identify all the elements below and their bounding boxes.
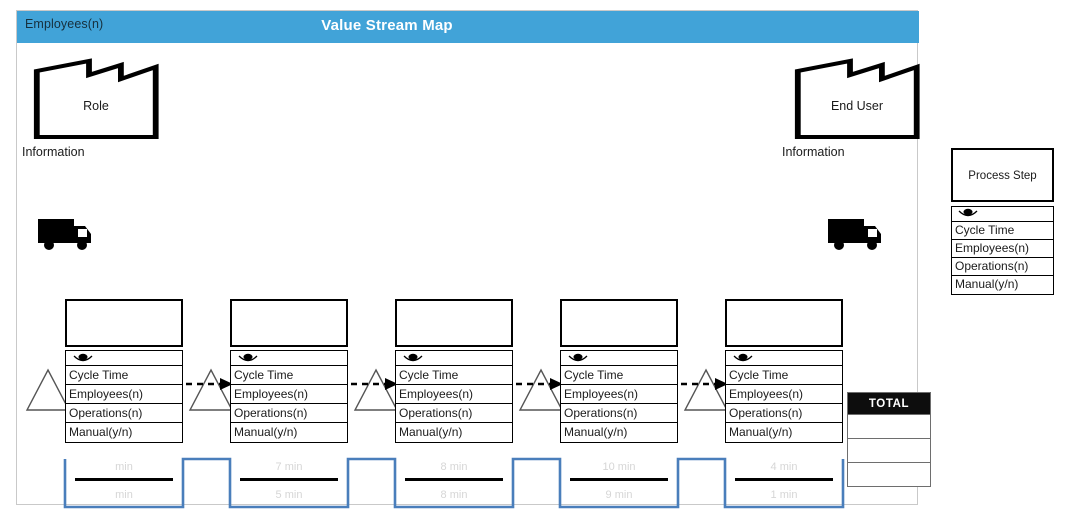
cycle-time-row: Cycle Time (231, 366, 347, 385)
value-added-time: 8 min (440, 461, 468, 473)
legend-operations: Operations(n) (952, 258, 1053, 276)
total-cell[interactable] (847, 439, 931, 463)
operations-row: Operations(n) (231, 404, 347, 423)
information-label-left: Information (22, 145, 85, 159)
manual-row: Manual(y/n) (234, 425, 298, 439)
process-metrics-4: Cycle Time Employees(n) Operations(n) Ma… (560, 350, 678, 443)
value-added-bar (735, 478, 833, 481)
eye-icon (952, 207, 1053, 222)
eye-icon (561, 351, 677, 366)
process-title-box-3[interactable] (395, 299, 513, 347)
eye-icon (726, 351, 842, 366)
value-added-bar (75, 478, 173, 481)
process-metrics-5: Cycle Time Employees(n) Operations(n) Ma… (725, 350, 843, 443)
manual-row: Manual(y/n) (69, 425, 133, 439)
value-added-bar (570, 478, 668, 481)
header-corner-label: Employees(n) (25, 17, 104, 31)
eye-icon (66, 351, 182, 366)
operations-row: Operations(n) (726, 404, 842, 423)
lead-time: min (115, 489, 133, 501)
cycle-time-row: Cycle Time (66, 366, 182, 385)
legend-panel: Process Step Cycle Time Employees(n) Ope… (951, 148, 1054, 295)
value-added-time: 4 min (770, 461, 798, 473)
process-title-box-2[interactable] (230, 299, 348, 347)
operations-row: Operations(n) (66, 404, 182, 423)
legend-metrics: Cycle Time Employees(n) Operations(n) Ma… (951, 206, 1054, 295)
process-metrics-2: Cycle Time Employees(n) Operations(n) Ma… (230, 350, 348, 443)
inventory-triangle (25, 366, 71, 414)
lead-time: 8 min (440, 489, 468, 501)
legend-manual: Manual(y/n) (955, 277, 1019, 291)
push-arrow (505, 377, 563, 391)
inventory-triangle (353, 366, 399, 414)
push-arrow (670, 377, 728, 391)
lead-time: 9 min (605, 489, 633, 501)
process-metrics-1: Cycle Time Employees(n) Operations(n) Ma… (65, 350, 183, 443)
employees-row: Employees(n) (231, 385, 347, 404)
supplier-factory[interactable]: Role (31, 55, 161, 141)
eye-icon (396, 351, 512, 366)
process-title-box-5[interactable] (725, 299, 843, 347)
employees-row: Employees(n) (726, 385, 842, 404)
lead-time: 5 min (275, 489, 303, 501)
truck-icon (35, 213, 97, 255)
supplier-label: Role (83, 99, 109, 113)
inventory-triangle (683, 366, 729, 414)
value-added-time: min (115, 461, 133, 473)
process-step-4[interactable]: Cycle Time Employees(n) Operations(n) Ma… (560, 299, 678, 443)
manual-row: Manual(y/n) (564, 425, 628, 439)
eye-icon (231, 351, 347, 366)
total-header: TOTAL (847, 392, 931, 415)
total-cell[interactable] (847, 415, 931, 439)
customer-factory[interactable]: End User (792, 55, 922, 141)
total-panel: TOTAL (847, 392, 931, 487)
employees-row: Employees(n) (66, 385, 182, 404)
value-added-time: 7 min (275, 461, 303, 473)
information-label-right: Information (782, 145, 845, 159)
inventory-triangle (188, 366, 234, 414)
value-added-bar (240, 478, 338, 481)
process-step-1[interactable]: Cycle Time Employees(n) Operations(n) Ma… (65, 299, 183, 443)
value-added-time: 10 min (602, 461, 636, 473)
process-title-box-4[interactable] (560, 299, 678, 347)
operations-row: Operations(n) (396, 404, 512, 423)
manual-row: Manual(y/n) (399, 425, 463, 439)
process-step-5[interactable]: Cycle Time Employees(n) Operations(n) Ma… (725, 299, 843, 443)
page-title: Value Stream Map (321, 17, 453, 34)
legend-cycle-time: Cycle Time (952, 222, 1053, 240)
process-step-3[interactable]: Cycle Time Employees(n) Operations(n) Ma… (395, 299, 513, 443)
process-title-box-1[interactable] (65, 299, 183, 347)
customer-label: End User (830, 99, 884, 113)
legend-employees: Employees(n) (952, 240, 1053, 258)
value-added-bar (405, 478, 503, 481)
cycle-time-row: Cycle Time (396, 366, 512, 385)
manual-row: Manual(y/n) (729, 425, 793, 439)
inventory-triangle (518, 366, 564, 414)
timeline-sawtooth: min 7 min 8 min 10 min 4 min min 5 min 8… (17, 451, 919, 509)
employees-row: Employees(n) (396, 385, 512, 404)
process-step-2[interactable]: Cycle Time Employees(n) Operations(n) Ma… (230, 299, 348, 443)
operations-row: Operations(n) (561, 404, 677, 423)
push-arrow (340, 377, 398, 391)
total-cell[interactable] (847, 463, 931, 487)
truck-icon (825, 213, 887, 255)
lead-time: 1 min (770, 489, 798, 501)
process-metrics-3: Cycle Time Employees(n) Operations(n) Ma… (395, 350, 513, 443)
push-arrow (175, 377, 233, 391)
legend-process-step: Process Step (951, 148, 1054, 202)
employees-row: Employees(n) (561, 385, 677, 404)
value-stream-map-canvas: Employees(n) Value Stream Map Role End U… (16, 10, 931, 509)
cycle-time-row: Cycle Time (726, 366, 842, 385)
cycle-time-row: Cycle Time (561, 366, 677, 385)
title-bar: Employees(n) Value Stream Map (17, 11, 919, 43)
